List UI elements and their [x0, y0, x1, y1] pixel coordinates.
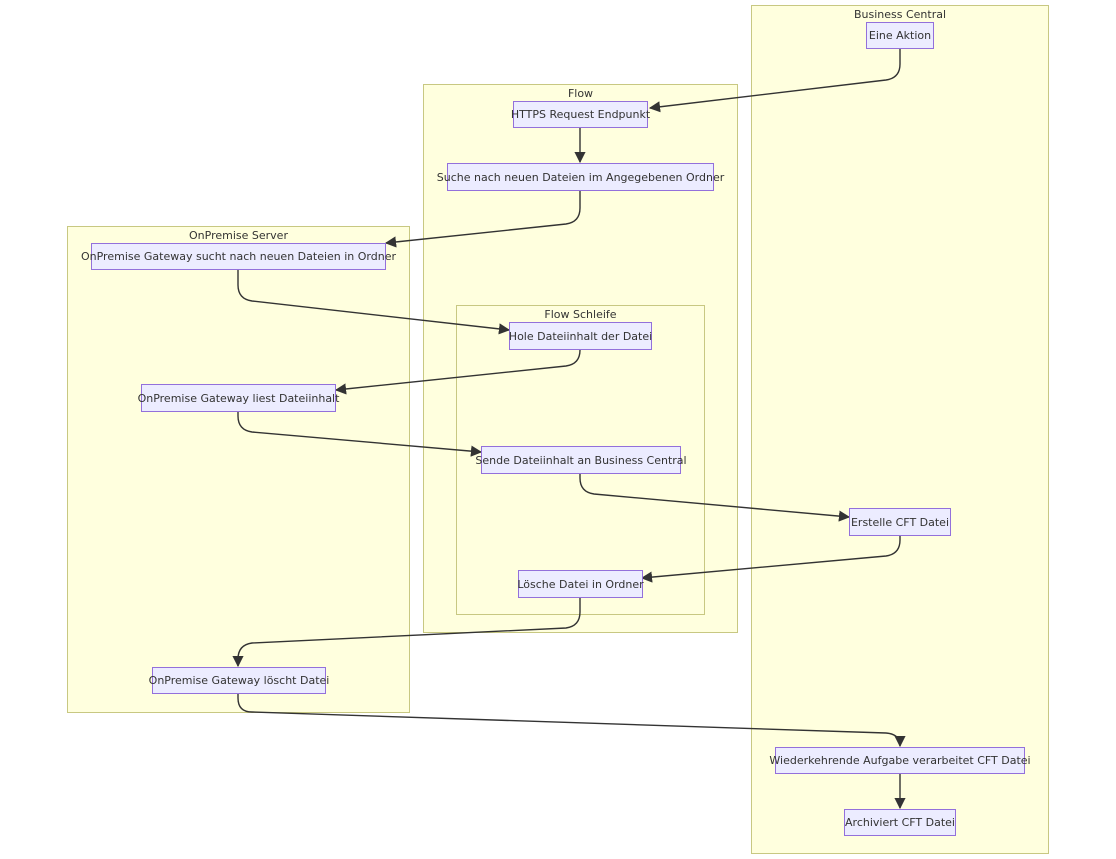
edge-eine-aktion-to-https-request	[648, 49, 901, 113]
edge-sende-to-erstelle	[579, 474, 851, 522]
node-loesche-datei: Lösche Datei in Ordner	[517, 570, 644, 598]
cluster-label-business-central: Business Central	[853, 8, 947, 21]
node-gateway-sucht-dateien: OnPremise Gateway sucht nach neuen Datei…	[81, 243, 396, 270]
cluster-label-flow-schleife: Flow Schleife	[544, 308, 617, 321]
node-gateway-loescht-datei: OnPremise Gateway löscht Datei	[149, 667, 329, 694]
cluster-onpremise-server: OnPremise Server	[67, 226, 410, 713]
node-gateway-liest-dateiinhalt: OnPremise Gateway liest Dateiinhalt	[138, 384, 339, 412]
edge-gateway-sucht-to-hole	[237, 270, 511, 335]
cluster-business-central: Business Central	[751, 5, 1049, 854]
edge-gateway-liest-to-sende	[237, 412, 483, 457]
edge-suche-to-gateway-sucht	[384, 191, 581, 248]
node-https-request-endpunkt: HTTPS Request Endpunkt	[511, 101, 650, 128]
node-erstelle-cft-datei: Erstelle CFT Datei	[849, 508, 951, 536]
node-archiviert-cft-datei: Archiviert CFT Datei	[844, 809, 956, 836]
edge-loesche-to-gateway-loescht	[232, 598, 581, 668]
node-eine-aktion: Eine Aktion	[866, 22, 934, 49]
cluster-label-onpremise-server: OnPremise Server	[189, 229, 288, 242]
node-wiederkehrende-aufgabe: Wiederkehrende Aufgabe verarbeitet CFT D…	[769, 747, 1031, 774]
cluster-label-flow: Flow	[567, 87, 594, 100]
node-sende-dateiinhalt: Sende Dateiinhalt an Business Central	[475, 446, 687, 474]
node-hole-dateiinhalt: Hole Dateiinhalt der Datei	[509, 322, 652, 350]
edge-hole-to-gateway-liest	[334, 349, 581, 395]
node-suche-nach-neuen-dateien: Suche nach neuen Dateien im Angegebenen …	[437, 163, 724, 191]
edge-erstelle-to-loesche	[640, 536, 901, 583]
edge-gateway-loescht-to-wiederkehrende	[237, 694, 906, 748]
